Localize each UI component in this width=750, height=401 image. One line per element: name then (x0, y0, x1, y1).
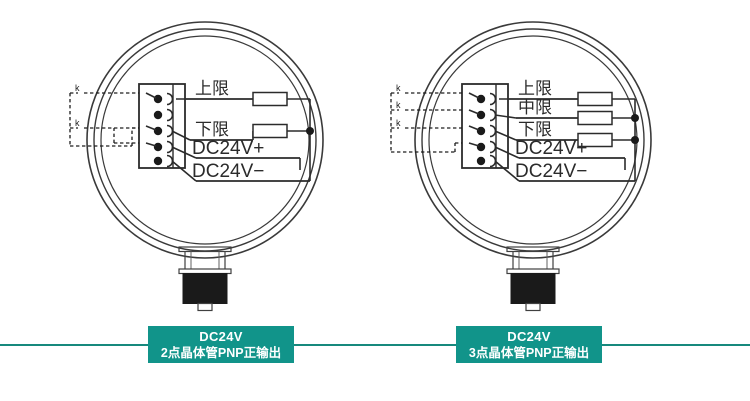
left-junction-dot-0 (306, 127, 314, 135)
left-power-label-1: DC24V− (192, 161, 264, 182)
right-gauge-diagram: k k k (390, 21, 652, 312)
left-signal-label-1: 下限 (195, 120, 229, 140)
left-load-box-1 (252, 123, 288, 139)
left-terminal-contacts (145, 92, 174, 168)
left-gauge-diagram: k k (69, 21, 324, 312)
left-switch-label-1: k (75, 118, 80, 128)
right-junction-dot-0 (631, 114, 639, 122)
right-junction-dot-1 (631, 136, 639, 144)
right-signal-label-1: 中限 (518, 98, 552, 118)
right-load-box-0 (577, 91, 613, 107)
right-switch-wiring (390, 92, 462, 153)
left-terminal-block (138, 83, 186, 169)
right-terminal-block (461, 83, 509, 169)
left-switch-label-0: k (75, 83, 80, 93)
teal-divider (0, 344, 750, 346)
right-switch-label-2: k (396, 118, 401, 128)
left-switch-wiring (69, 92, 139, 147)
left-signal-label-0: 上限 (195, 79, 229, 99)
caption-left-title: DC24V (199, 329, 243, 344)
right-terminal-contacts (468, 92, 497, 168)
caption-right-subtitle: 3点晶体管PNP正输出 (468, 345, 590, 360)
left-label-rules (186, 98, 310, 182)
caption-left: DC24V 2点晶体管PNP正输出 (148, 326, 294, 363)
right-signal-label-2: 下限 (518, 120, 552, 140)
caption-right: DC24V 3点晶体管PNP正输出 (456, 326, 602, 363)
right-label-rules (509, 98, 635, 182)
caption-left-subtitle: 2点晶体管PNP正输出 (160, 345, 282, 360)
right-switch-label-1: k (396, 100, 401, 110)
left-load-box-0 (252, 91, 288, 107)
left-power-label-0: DC24V+ (192, 138, 264, 159)
right-power-label-1: DC24V− (515, 161, 587, 182)
caption-right-title: DC24V (507, 329, 551, 344)
right-switch-label-0: k (396, 83, 401, 93)
right-signal-label-0: 上限 (518, 79, 552, 99)
right-power-label-0: DC24V+ (515, 138, 587, 159)
right-load-box-1 (577, 110, 613, 126)
